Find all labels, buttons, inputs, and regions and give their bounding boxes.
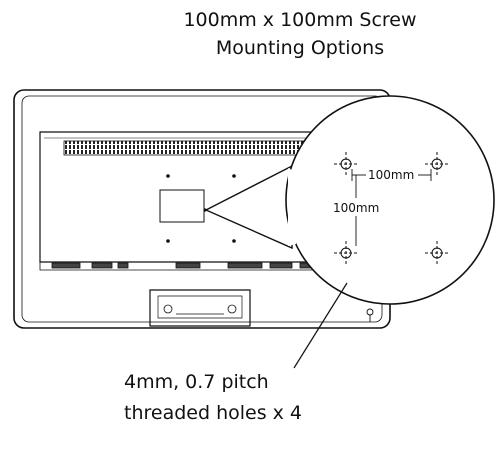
screw-hole-bottom-left: [334, 241, 358, 265]
title-line-2: Mounting Options: [215, 37, 385, 59]
stand-hinge: [227, 304, 237, 314]
screw-hole-top-right: [425, 152, 449, 176]
magnifier-outline: [285, 95, 495, 305]
stand-hinges: [163, 304, 237, 315]
port: [227, 262, 263, 269]
hole-spec-caption: 4mm, 0.7 pitch threaded holes x 4: [124, 367, 302, 429]
pointer-joint: [288, 168, 296, 246]
port: [91, 262, 113, 269]
housing-screw: [166, 239, 170, 243]
vent-grille: [63, 140, 335, 156]
port: [117, 262, 129, 269]
housing-screw: [166, 174, 170, 178]
caption-line-2: threaded holes x 4: [124, 402, 303, 424]
stand-hinge: [163, 304, 173, 314]
horizontal-dimension-label: 100mm: [368, 168, 414, 182]
port: [51, 262, 81, 269]
diagram-title: 100mm x 100mm Screw Mounting Options: [140, 6, 460, 62]
screw-hole-bottom-right: [425, 241, 449, 265]
magnifier-circle: [285, 95, 495, 305]
title-line-1: 100mm x 100mm Screw: [183, 9, 417, 31]
dimension-lines: [351, 169, 432, 246]
housing-screw: [232, 174, 236, 178]
callout-pointer: [204, 164, 293, 250]
port: [175, 262, 201, 269]
stand-base: [149, 289, 251, 327]
port: [269, 262, 293, 269]
housing-screw: [232, 239, 236, 243]
mounting-plate: [159, 189, 205, 223]
housing-screws: [166, 174, 236, 243]
screw-holes: [334, 152, 449, 265]
ports: [51, 262, 315, 269]
lock-slot: [366, 308, 374, 322]
leader-line: [293, 282, 348, 369]
stand-inner: [157, 295, 243, 319]
caption-line-1: 4mm, 0.7 pitch: [124, 371, 269, 393]
screw-hole-top-left: [334, 152, 358, 176]
vertical-dimension-label: 100mm: [333, 201, 379, 215]
